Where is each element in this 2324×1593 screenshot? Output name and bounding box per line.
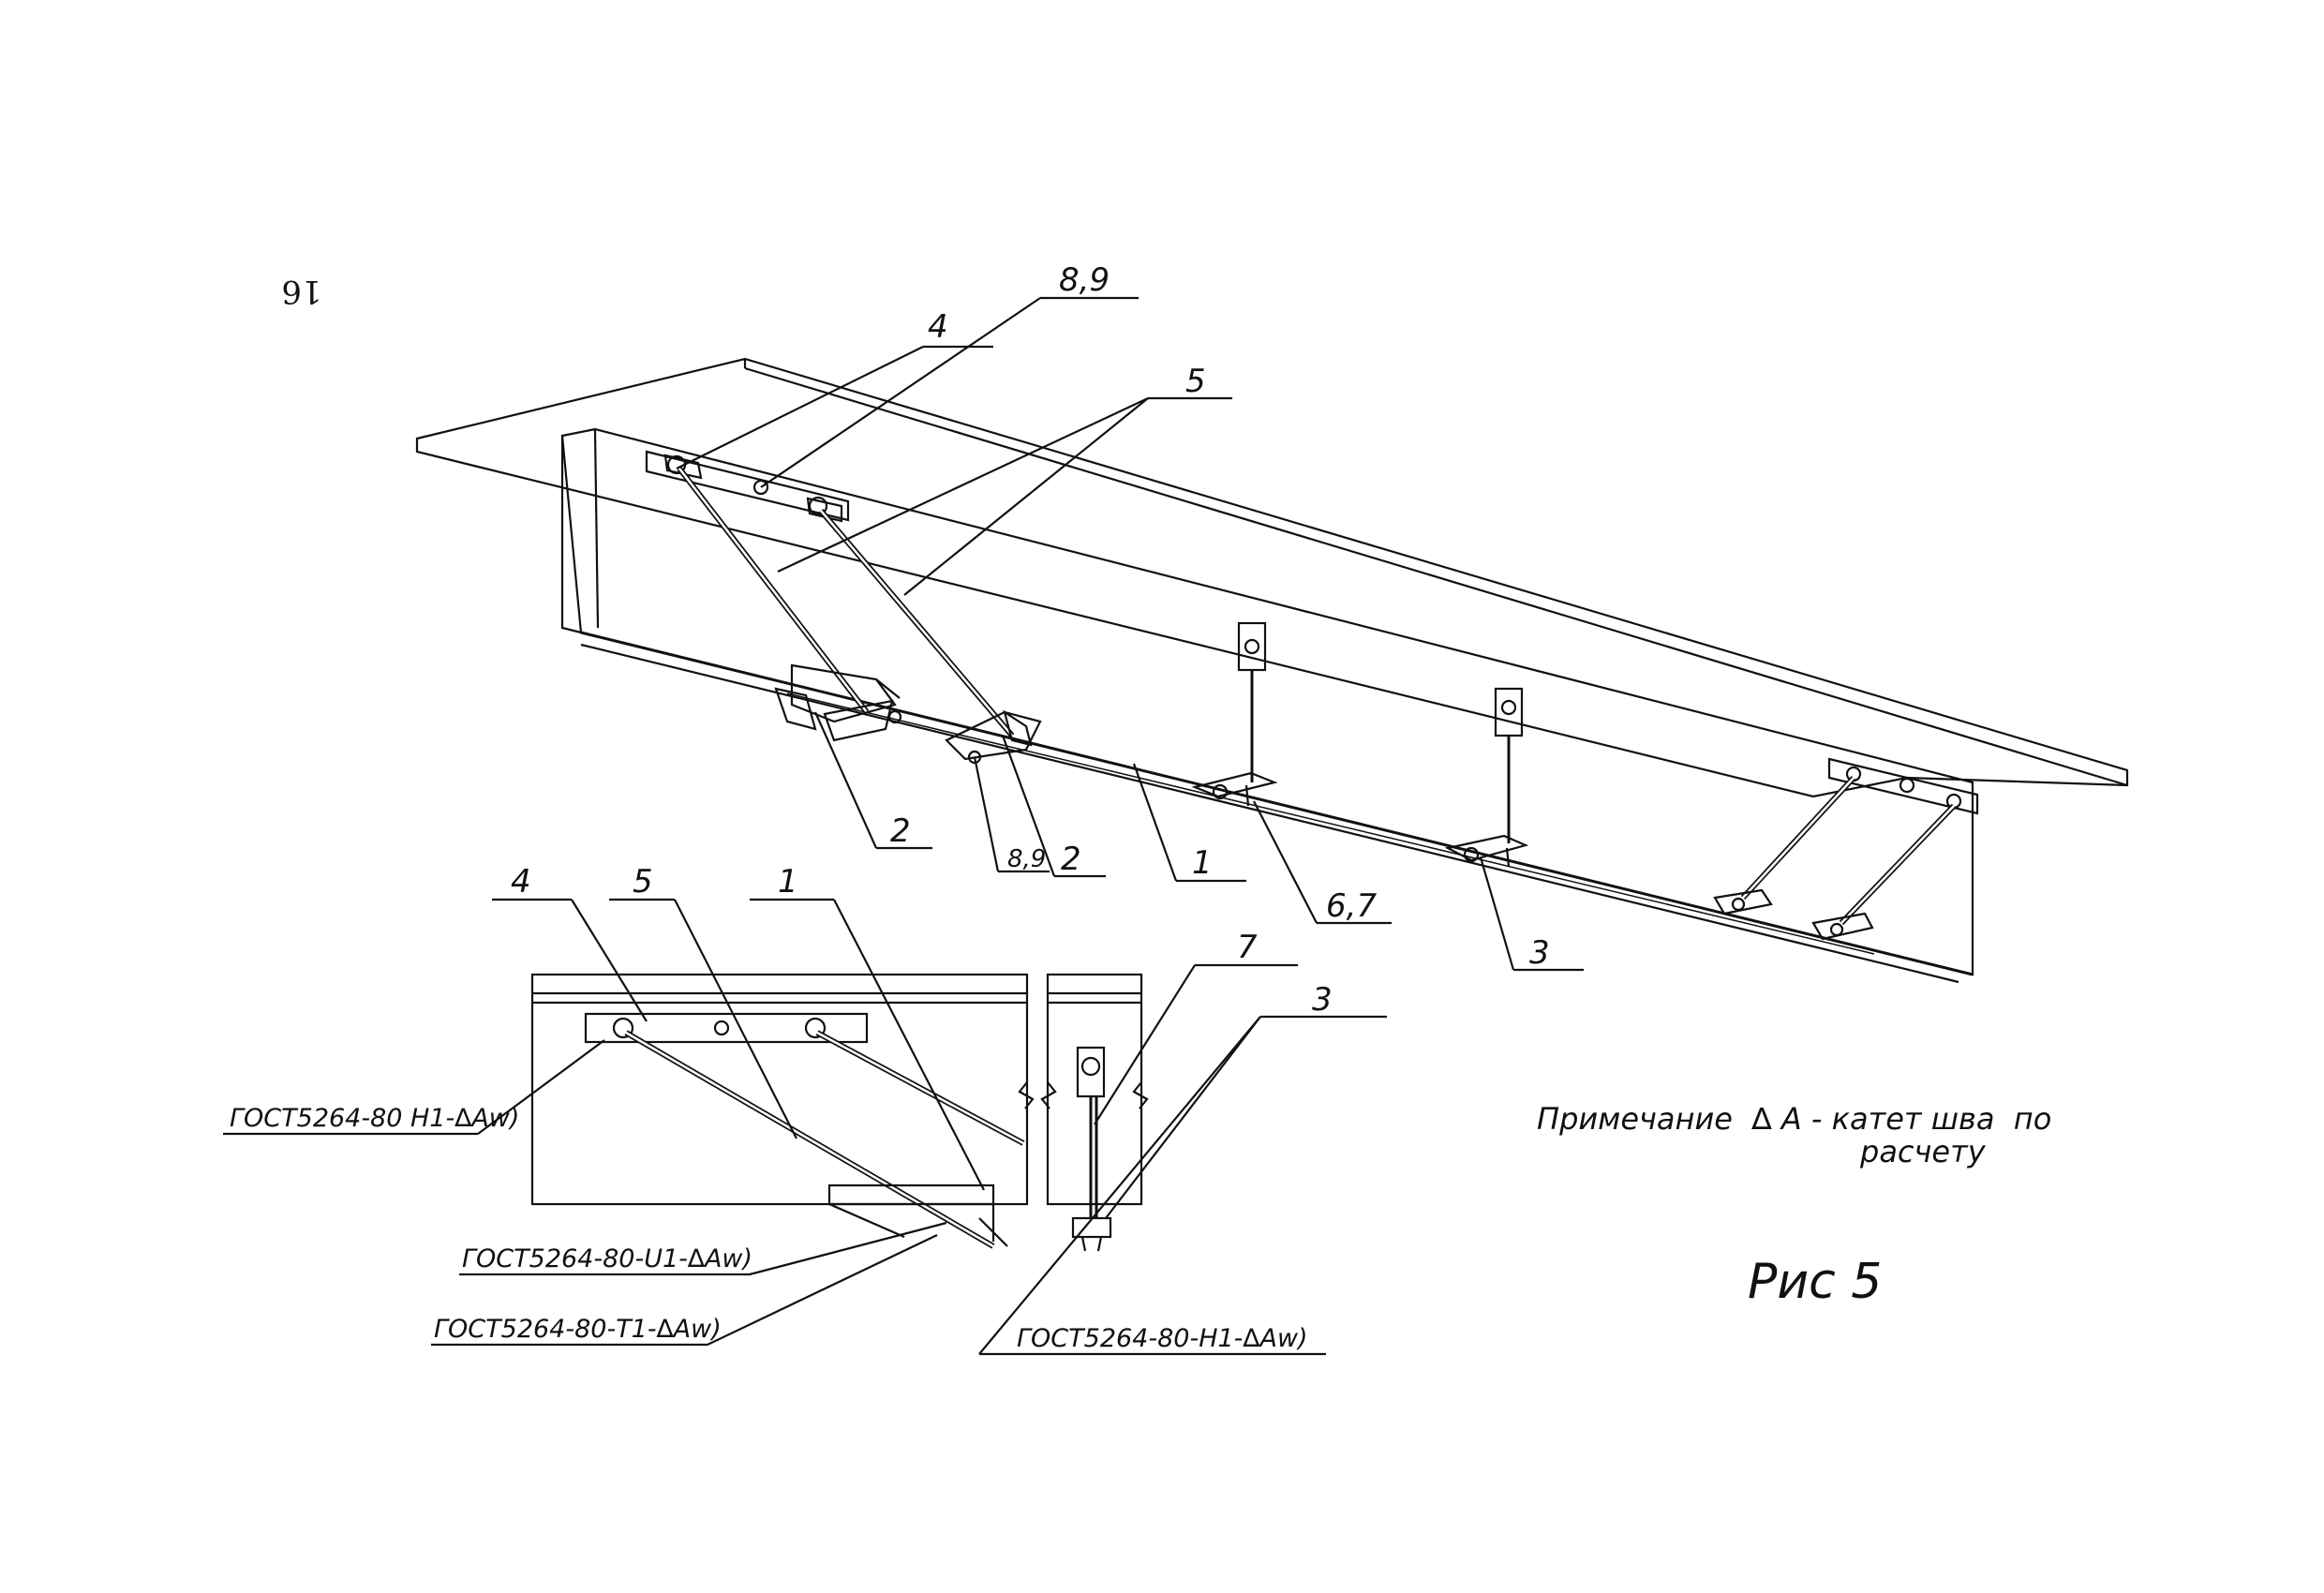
bottom-bracket-left — [774, 663, 902, 742]
callout-5-top: 5 — [1185, 363, 1206, 400]
note-line-1: Примечание ∆ А - катет шва по — [1537, 1101, 2051, 1137]
bottom-bracket-mid — [945, 709, 1042, 765]
callout-labels: 4 8,9 5 2 8,9 2 1 6,7 3 4 5 1 7 3 — [511, 261, 1550, 1019]
callout-5-detail: 5 — [633, 863, 653, 901]
callout-1: 1 — [1192, 844, 1213, 882]
callout-3-main: 3 — [1529, 934, 1550, 972]
callout-4-top: 4 — [928, 308, 948, 346]
callout-8-9-bottom: 8,9 — [1007, 845, 1046, 873]
upper-plate-left — [645, 450, 850, 523]
beam-web — [560, 427, 1974, 976]
detail-side-view — [530, 973, 1035, 1249]
callout-7-detail: 7 — [1237, 929, 1258, 966]
callout-8-9-top: 8,9 — [1059, 261, 1110, 299]
upper-plate-right — [1713, 757, 1979, 941]
leader-lines — [223, 296, 1584, 1356]
note-line-2: расчету — [1859, 1134, 1987, 1169]
detail-end-view — [1040, 973, 1149, 1252]
beam-top-flange — [415, 357, 2129, 798]
weld-labels: ГОСТ5264-80 Н1-∆Аw) ГОСТ5264-80-U1-∆Аw) … — [230, 1104, 1308, 1353]
hanger-2 — [1444, 687, 1529, 868]
main-beam — [415, 357, 2129, 984]
beam-bottom-edge — [580, 631, 1974, 976]
tie-rods-left — [677, 467, 1015, 737]
callout-1-detail: 1 — [778, 863, 798, 901]
callout-6-7: 6,7 — [1326, 887, 1377, 925]
weld-label-t1: ГОСТ5264-80-Т1-∆Аw) — [434, 1315, 722, 1344]
callout-2-mid: 2 — [1061, 841, 1081, 878]
callout-4-detail: 4 — [511, 863, 531, 901]
weld-label-h1-left: ГОСТ5264-80 Н1-∆Аw) — [230, 1104, 519, 1133]
callout-3-detail: 3 — [1312, 981, 1333, 1019]
figure-caption: Рис 5 — [1748, 1254, 1882, 1310]
weld-label-h1-right: ГОСТ5264-80-Н1-∆Аw) — [1017, 1324, 1308, 1353]
callout-2-left: 2 — [890, 812, 911, 850]
weld-label-u1: ГОСТ5264-80-U1-∆Аw) — [462, 1244, 752, 1273]
hanger-1 — [1191, 621, 1278, 807]
page-number: 16 — [281, 273, 321, 310]
